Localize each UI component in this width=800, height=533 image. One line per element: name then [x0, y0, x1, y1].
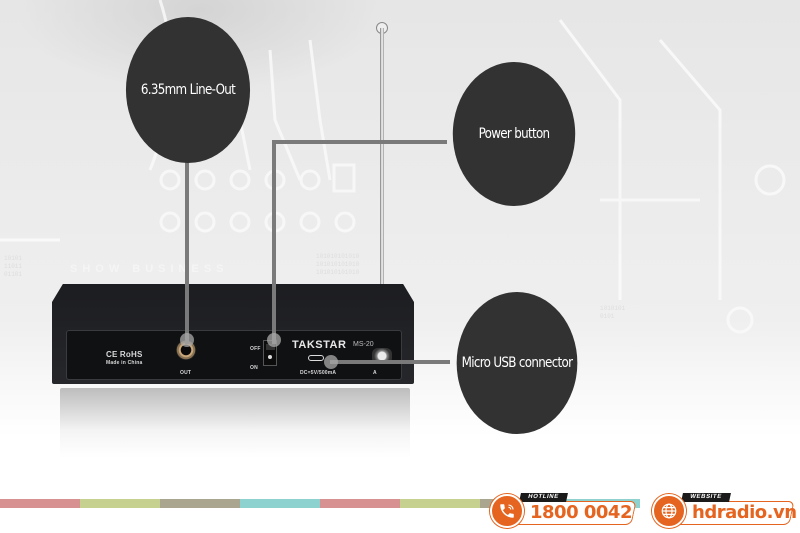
switch-on-label: ON — [250, 365, 258, 371]
phone-icon — [490, 494, 524, 528]
website-badge[interactable]: WEBSITE hdradio.vn — [652, 490, 797, 528]
callout-power-label: Power button — [478, 126, 551, 142]
svg-text:0101: 0101 — [600, 313, 615, 320]
model-number: MS-20 — [353, 341, 374, 348]
antenna-label: A — [373, 370, 377, 376]
callout-power-button: Power button — [452, 62, 576, 206]
svg-text:01101: 01101 — [4, 271, 22, 278]
power-leader-horizontal — [272, 140, 447, 144]
background-watermark: SHOW BUSINESS — [70, 263, 229, 275]
hotline-tag: HOTLINE — [519, 493, 568, 502]
receiver-reflection — [60, 388, 410, 458]
power-marker — [267, 333, 281, 347]
power-spec-label: DC=5V/500mA — [300, 370, 337, 376]
antenna — [380, 28, 384, 358]
callout-usb-label: Micro USB connector — [461, 355, 573, 371]
power-leader-vertical — [272, 140, 276, 344]
usb-leader — [330, 360, 450, 364]
usb-marker — [324, 355, 338, 369]
footer-stripe — [0, 499, 80, 508]
line-out-leader — [185, 150, 189, 344]
certification-marks: CE RoHS — [106, 350, 143, 359]
hotline-badge[interactable]: HOTLINE 1800 0042 — [490, 490, 640, 528]
line-out-marker — [180, 333, 194, 347]
switch-off-label: OFF — [250, 346, 261, 352]
footer-stripe — [320, 499, 400, 508]
website-tag: WEBSITE — [681, 493, 731, 502]
svg-text:101010101010: 101010101010 — [316, 269, 360, 276]
globe-icon — [652, 494, 686, 528]
callout-line-out: 6.35mm Line-Out — [125, 17, 251, 163]
brand-logo: TAKSTAR — [292, 339, 347, 351]
callout-line-out-label: 6.35mm Line-Out — [140, 82, 236, 98]
svg-text:10101: 10101 — [4, 255, 22, 262]
micro-usb-port — [308, 355, 324, 361]
svg-text:11011: 11011 — [4, 263, 22, 270]
website-url[interactable]: hdradio.vn — [692, 502, 797, 523]
receiver-back-panel — [66, 330, 402, 380]
hotline-number[interactable]: 1800 0042 — [530, 502, 632, 523]
footer-stripe — [160, 499, 240, 508]
svg-text:1010101: 1010101 — [600, 305, 626, 312]
made-in-label: Made in China — [106, 360, 143, 366]
out-port-label: OUT — [180, 370, 192, 376]
footer-stripe — [240, 499, 320, 508]
svg-text:101010101010: 101010101010 — [316, 253, 360, 260]
footer-stripe — [80, 499, 160, 508]
callout-micro-usb: Micro USB connector — [456, 292, 578, 434]
svg-text:101010101010: 101010101010 — [316, 261, 360, 268]
footer-stripe — [400, 499, 480, 508]
